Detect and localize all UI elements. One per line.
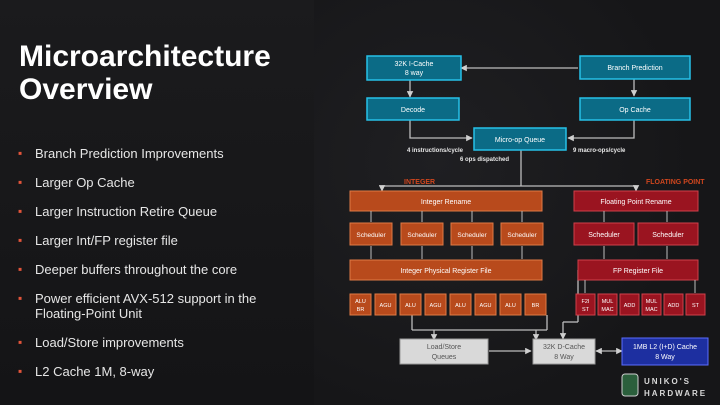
watermark-line-1: UNIKO'S <box>644 377 691 386</box>
op-cache-box: Op Cache <box>579 97 691 121</box>
bullet-item: Power efficient AVX-512 support in the F… <box>18 291 308 321</box>
core-block-diagram: 32K I-Cache 8 way Branch Prediction Deco… <box>349 55 709 398</box>
fp-unit-label: F2I <box>582 299 590 305</box>
opcache-rate-label: 9 macro-ops/cycle <box>573 148 626 154</box>
fp-rf-label: FP Register File <box>613 268 663 275</box>
bullet-list: Branch Prediction Improvements Larger Op… <box>18 146 308 379</box>
int-unit-label: AGU <box>430 303 442 309</box>
micro-op-queue-label: Micro-op Queue <box>495 137 545 144</box>
bullet-item: Larger Instruction Retire Queue <box>18 204 308 219</box>
dcache-label-2: 8 Way <box>554 354 574 361</box>
fp-unit-label: MAC <box>601 307 613 313</box>
int-unit-label: BR <box>357 307 365 313</box>
dispatch-rate-label: 6 ops dispatched <box>460 157 509 163</box>
slide-title: Microarchitecture Overview <box>19 40 309 106</box>
int-unit-label: ALU <box>355 299 366 305</box>
scheduler-label: Scheduler <box>356 232 386 239</box>
fp-heading: FLOATING POINT <box>646 179 705 186</box>
scheduler-label: Scheduler <box>457 232 487 239</box>
text-panel: Microarchitecture Overview Branch Predic… <box>0 0 314 405</box>
int-prf-label: Integer Physical Register File <box>400 268 491 275</box>
title-line-1: Microarchitecture <box>19 40 271 73</box>
op-cache-label: Op Cache <box>619 107 651 114</box>
fp-rename-label: Floating Point Rename <box>600 199 671 206</box>
bullet-item: L2 Cache 1M, 8-way <box>18 364 308 379</box>
int-execution-units: ALU BR AGU ALU AGU ALU AGU ALU BR <box>349 293 547 316</box>
int-scheduler: Scheduler <box>400 222 444 246</box>
integer-rename-box: Integer Rename <box>349 190 543 212</box>
fp-scheduler: Scheduler <box>637 222 699 246</box>
fp-unit-label: MUL <box>602 299 614 305</box>
scheduler-label: Scheduler <box>588 232 620 239</box>
decode-rate-label: 4 instructions/cycle <box>407 148 464 154</box>
l2-cache-box: 1MB L2 (I+D) Cache 8 Way <box>621 337 709 366</box>
fp-rf-box: FP Register File <box>577 259 699 281</box>
lsq-label-1: Load/Store <box>427 344 461 351</box>
int-scheduler: Scheduler <box>349 222 393 246</box>
int-prf-box: Integer Physical Register File <box>349 259 543 281</box>
bullet-item: Larger Op Cache <box>18 175 308 190</box>
bullet-item: Larger Int/FP register file <box>18 233 308 248</box>
fp-unit-label: ST <box>692 303 700 309</box>
icache-label-2: 8 way <box>405 70 424 77</box>
int-unit-label: ALU <box>455 303 466 309</box>
int-unit-label: AGU <box>480 303 492 309</box>
int-unit-label: ALU <box>405 303 416 309</box>
fp-rename-links <box>603 211 668 259</box>
scheduler-label: Scheduler <box>407 232 437 239</box>
dcache-box: 32K D-Cache 8 Way <box>532 338 596 365</box>
connectors <box>378 64 640 355</box>
bullet-item: Load/Store improvements <box>18 335 308 350</box>
int-unit-label: AGU <box>380 303 392 309</box>
fp-unit-label: MAC <box>645 307 657 313</box>
fp-unit-label: ADD <box>668 303 680 309</box>
int-unit-label: ALU <box>505 303 516 309</box>
icache-label-1: 32K I-Cache <box>395 61 434 68</box>
fp-execution-units: F2I ST MUL MAC ADD MUL MAC ADD ST <box>575 293 706 316</box>
branch-prediction-box: Branch Prediction <box>579 55 691 80</box>
int-scheduler: Scheduler <box>500 222 544 246</box>
watermark-line-2: HARDWARE <box>644 389 707 398</box>
integer-heading: INTEGER <box>404 179 435 186</box>
load-store-queues-box: Load/Store Queues <box>399 338 489 365</box>
bullet-item: Branch Prediction Improvements <box>18 146 308 161</box>
integer-rename-label: Integer Rename <box>421 199 471 206</box>
title-line-2: Overview <box>19 73 153 106</box>
scheduler-label: Scheduler <box>652 232 684 239</box>
int-scheduler: Scheduler <box>450 222 494 246</box>
decode-label: Decode <box>401 107 425 114</box>
watermark-logo-icon <box>621 373 639 397</box>
bullet-item: Deeper buffers throughout the core <box>18 262 308 277</box>
micro-op-queue-box: Micro-op Queue <box>473 127 567 151</box>
decode-box: Decode <box>366 97 460 121</box>
int-unit-label: BR <box>532 303 540 309</box>
fp-unit-links <box>584 280 696 293</box>
fp-scheduler: Scheduler <box>573 222 635 246</box>
dcache-label-1: 32K D-Cache <box>543 344 585 351</box>
branch-prediction-label: Branch Prediction <box>607 65 662 72</box>
int-rename-links <box>370 211 523 259</box>
icache-box: 32K I-Cache 8 way <box>366 55 462 81</box>
scheduler-label: Scheduler <box>507 232 537 239</box>
l2-label-1: 1MB L2 (I+D) Cache <box>633 344 697 351</box>
l2-label-2: 8 Way <box>655 354 675 361</box>
fp-rename-box: Floating Point Rename <box>573 190 699 212</box>
fp-unit-label: ADD <box>624 303 636 309</box>
watermark: UNIKO'S HARDWARE <box>621 373 707 398</box>
fp-unit-label: MUL <box>646 299 658 305</box>
lsq-label-2: Queues <box>432 354 457 361</box>
fp-unit-label: ST <box>582 307 590 313</box>
